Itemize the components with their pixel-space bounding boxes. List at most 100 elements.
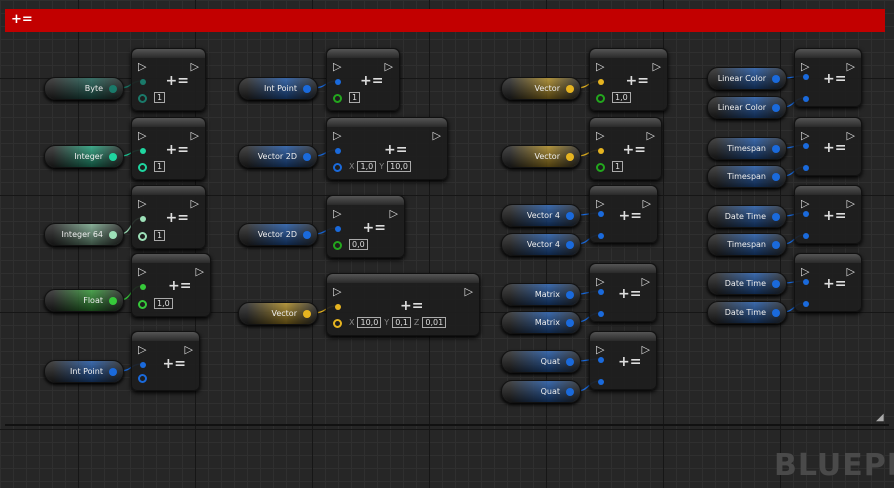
resize-grip-icon[interactable]: ◢ — [876, 412, 884, 423]
output-pin-icon[interactable] — [566, 153, 574, 161]
add-assign-node[interactable]: ▷▷+= — [794, 185, 862, 244]
exec-in-pin-icon[interactable]: ▷ — [596, 197, 605, 210]
exec-in-pin-icon[interactable]: ▷ — [801, 265, 810, 278]
variable-get-node[interactable]: Vector — [238, 302, 318, 325]
value-pin-icon[interactable] — [138, 300, 147, 309]
output-pin-icon[interactable] — [566, 212, 574, 220]
output-pin-icon[interactable] — [303, 85, 311, 93]
add-assign-node[interactable]: ▷▷+= — [794, 253, 862, 312]
input-pin-icon[interactable] — [598, 233, 604, 239]
input-pin-icon[interactable] — [803, 211, 809, 217]
variable-get-node[interactable]: Date Time — [707, 272, 787, 295]
value-input[interactable]: 1 — [154, 230, 166, 241]
output-pin-icon[interactable] — [109, 153, 117, 161]
input-pin-icon[interactable] — [140, 362, 146, 368]
value-pin-icon[interactable] — [138, 232, 147, 241]
add-assign-node[interactable]: ▷▷+=1 — [131, 48, 206, 111]
add-assign-node[interactable]: ▷▷+= — [589, 185, 658, 243]
value-pin-icon[interactable] — [596, 94, 605, 103]
exec-out-pin-icon[interactable]: ▷ — [642, 197, 651, 210]
output-pin-icon[interactable] — [772, 173, 780, 181]
value-input[interactable]: 1 — [154, 161, 166, 172]
value-input[interactable]: 10,0 — [357, 317, 382, 328]
input-pin-icon[interactable] — [803, 301, 809, 307]
value-input[interactable]: 1 — [349, 92, 361, 103]
output-pin-icon[interactable] — [772, 280, 780, 288]
value-pin-icon[interactable] — [138, 163, 147, 172]
variable-get-node[interactable]: Integer — [44, 145, 124, 168]
exec-in-pin-icon[interactable]: ▷ — [138, 60, 147, 73]
exec-out-pin-icon[interactable]: ▷ — [846, 265, 855, 278]
exec-in-pin-icon[interactable]: ▷ — [596, 60, 605, 73]
variable-get-node[interactable]: Integer 64 — [44, 223, 124, 246]
output-pin-icon[interactable] — [566, 241, 574, 249]
exec-out-pin-icon[interactable]: ▷ — [384, 60, 393, 73]
add-assign-node[interactable]: ▷▷+= — [794, 48, 862, 107]
exec-in-pin-icon[interactable]: ▷ — [596, 343, 605, 356]
input-pin-icon[interactable] — [140, 79, 146, 85]
exec-out-pin-icon[interactable]: ▷ — [846, 60, 855, 73]
input-pin-icon[interactable] — [140, 216, 146, 222]
input-pin-icon[interactable] — [598, 311, 604, 317]
variable-get-node[interactable]: Matrix — [501, 283, 581, 306]
exec-in-pin-icon[interactable]: ▷ — [333, 285, 342, 298]
exec-in-pin-icon[interactable]: ▷ — [596, 275, 605, 288]
output-pin-icon[interactable] — [772, 75, 780, 83]
exec-out-pin-icon[interactable]: ▷ — [464, 285, 473, 298]
variable-get-node[interactable]: Vector — [501, 145, 581, 168]
value-pin-icon[interactable] — [138, 94, 147, 103]
output-pin-icon[interactable] — [772, 241, 780, 249]
variable-get-node[interactable]: Vector — [501, 77, 581, 100]
output-pin-icon[interactable] — [566, 388, 574, 396]
variable-get-node[interactable]: Linear Color — [707, 67, 787, 90]
exec-in-pin-icon[interactable]: ▷ — [801, 129, 810, 142]
exec-out-pin-icon[interactable]: ▷ — [846, 129, 855, 142]
variable-get-node[interactable]: Linear Color — [707, 96, 787, 119]
input-pin-icon[interactable] — [335, 226, 341, 232]
output-pin-icon[interactable] — [303, 153, 311, 161]
exec-in-pin-icon[interactable]: ▷ — [138, 265, 147, 278]
value-input[interactable]: 0,1 — [392, 317, 411, 328]
output-pin-icon[interactable] — [109, 368, 117, 376]
exec-in-pin-icon[interactable]: ▷ — [596, 129, 605, 142]
add-assign-node[interactable]: ▷▷+=1 — [326, 48, 400, 111]
variable-get-node[interactable]: Vector 2D — [238, 223, 318, 246]
variable-get-node[interactable]: Quat — [501, 350, 581, 373]
value-input[interactable]: 10,0 — [387, 161, 411, 172]
exec-in-pin-icon[interactable]: ▷ — [138, 197, 147, 210]
output-pin-icon[interactable] — [109, 85, 117, 93]
input-pin-icon[interactable] — [598, 357, 604, 363]
variable-get-node[interactable]: Byte — [44, 77, 124, 100]
output-pin-icon[interactable] — [566, 291, 574, 299]
input-pin-icon[interactable] — [803, 279, 809, 285]
exec-out-pin-icon[interactable]: ▷ — [846, 197, 855, 210]
value-input[interactable]: 1 — [612, 161, 624, 172]
input-pin-icon[interactable] — [598, 148, 604, 154]
exec-in-pin-icon[interactable]: ▷ — [333, 207, 342, 220]
exec-out-pin-icon[interactable]: ▷ — [652, 60, 661, 73]
value-pin-icon[interactable] — [333, 319, 342, 328]
exec-out-pin-icon[interactable]: ▷ — [195, 265, 204, 278]
output-pin-icon[interactable] — [566, 319, 574, 327]
exec-out-pin-icon[interactable]: ▷ — [190, 60, 199, 73]
value-pin-icon[interactable] — [333, 94, 342, 103]
input-pin-icon[interactable] — [803, 165, 809, 171]
input-pin-icon[interactable] — [598, 379, 604, 385]
exec-in-pin-icon[interactable]: ▷ — [333, 129, 342, 142]
exec-out-pin-icon[interactable]: ▷ — [184, 343, 193, 356]
value-input[interactable]: 1 — [154, 92, 166, 103]
input-pin-icon[interactable] — [803, 74, 809, 80]
output-pin-icon[interactable] — [303, 310, 311, 318]
exec-out-pin-icon[interactable]: ▷ — [432, 129, 441, 142]
output-pin-icon[interactable] — [109, 231, 117, 239]
exec-in-pin-icon[interactable]: ▷ — [138, 343, 147, 356]
exec-out-pin-icon[interactable]: ▷ — [641, 275, 650, 288]
input-pin-icon[interactable] — [335, 148, 341, 154]
variable-get-node[interactable]: Timespan — [707, 233, 787, 256]
add-assign-node[interactable]: ▷▷+=1 — [131, 185, 206, 249]
exec-in-pin-icon[interactable]: ▷ — [801, 197, 810, 210]
variable-get-node[interactable]: Matrix — [501, 311, 581, 334]
value-pin-icon[interactable] — [138, 374, 147, 383]
variable-get-node[interactable]: Timespan — [707, 137, 787, 160]
